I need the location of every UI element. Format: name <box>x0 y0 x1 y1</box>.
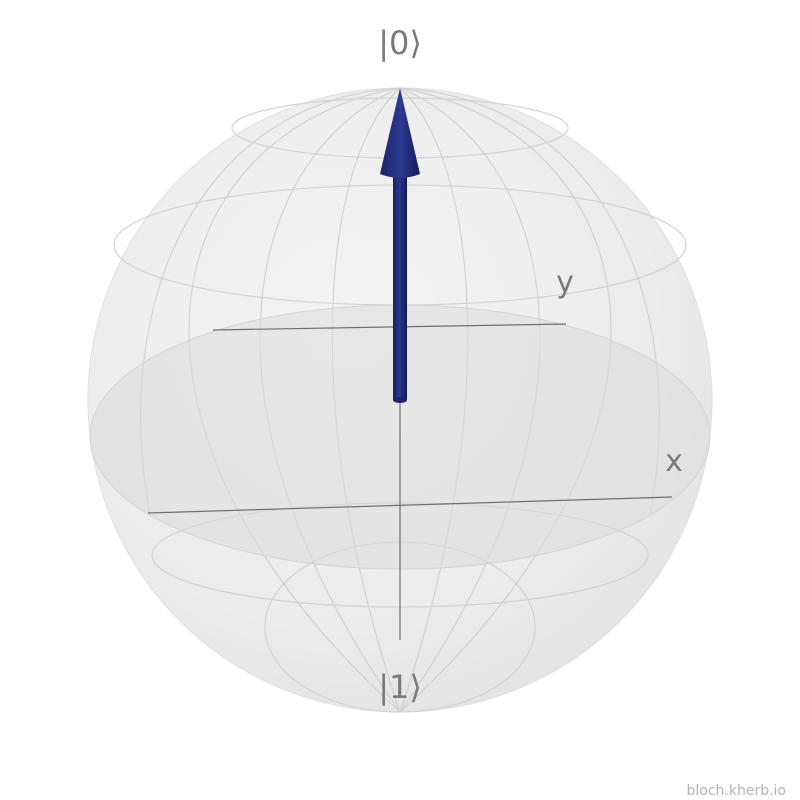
axis-y-line <box>212 323 567 331</box>
axis-label-y: y <box>556 265 574 300</box>
state-vector-base <box>393 397 407 403</box>
state-vector-arrow[interactable] <box>380 88 420 403</box>
state-vector-shaft <box>393 170 407 401</box>
state-label-one: |1⟩ <box>378 668 422 706</box>
state-vector-head <box>380 88 420 178</box>
axis-x-line <box>147 496 673 514</box>
watermark[interactable]: bloch.kherb.io <box>686 783 786 799</box>
axes <box>147 323 673 640</box>
state-label-zero: |0⟩ <box>378 24 422 62</box>
axis-label-x: x <box>665 444 683 479</box>
